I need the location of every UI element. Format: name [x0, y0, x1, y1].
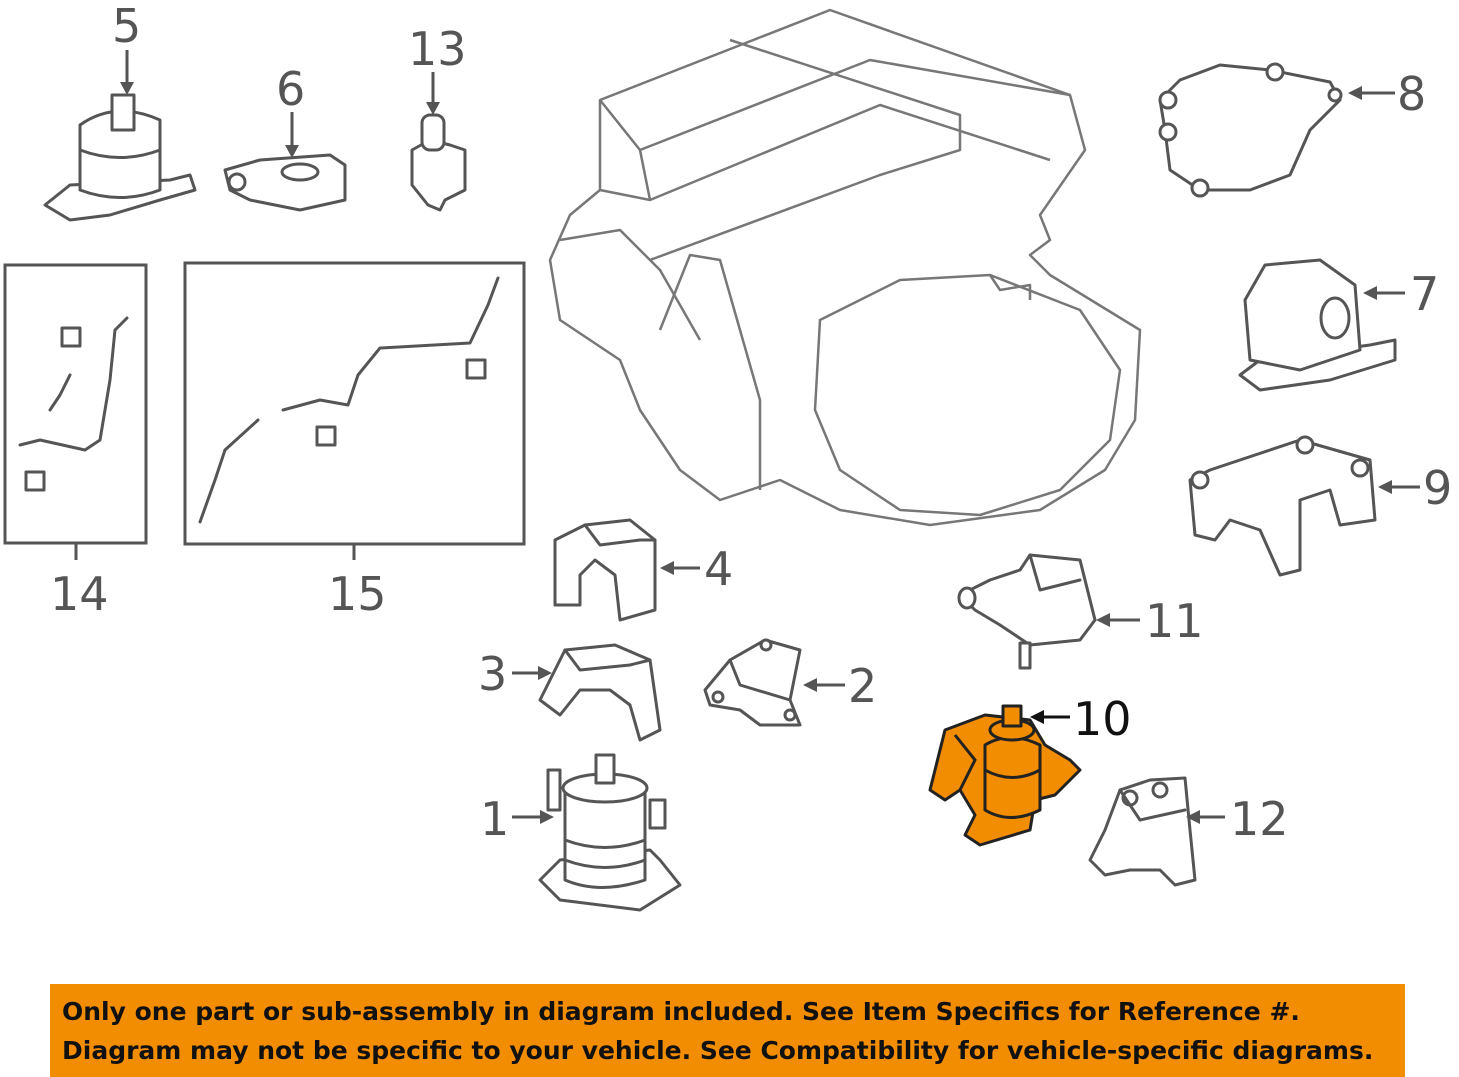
part-2-bracket	[703, 638, 802, 727]
callout-13: 13	[408, 22, 467, 76]
callout-9: 9	[1423, 461, 1452, 515]
callout-15: 15	[328, 567, 387, 621]
callout-6: 6	[276, 62, 305, 116]
callout-12: 12	[1230, 792, 1289, 846]
callout-3: 3	[478, 647, 507, 701]
part-12-bracket	[1088, 776, 1197, 887]
callout-labels: 5 6 13 8 7 9 4 11 14 15 3 2 10 1 12	[50, 0, 1452, 846]
part-5-upper-mount	[43, 93, 197, 222]
parts-diagram: 5 6 13 8 7 9 4 11 14 15 3 2 10 1 12	[3, 0, 1452, 912]
part-13-valve	[410, 113, 467, 212]
callout-5: 5	[112, 0, 141, 53]
disclaimer-banner: Only one part or sub-assembly in diagram…	[50, 984, 1405, 1077]
box-15-hose-kit	[183, 261, 526, 560]
part-1-engine-mount	[538, 753, 682, 912]
callout-2: 2	[848, 659, 877, 713]
disclaimer-line-1: Only one part or sub-assembly in diagram…	[62, 997, 1300, 1026]
callout-4: 4	[704, 542, 733, 596]
callout-1: 1	[480, 792, 509, 846]
part-8-bracket	[1158, 62, 1343, 198]
callout-14: 14	[50, 567, 109, 621]
engine-block-outline	[548, 8, 1142, 527]
disclaimer-line-2: Diagram may not be specific to your vehi…	[62, 1036, 1374, 1065]
callout-11: 11	[1145, 594, 1204, 648]
leader-arrows	[120, 50, 1420, 824]
part-9-bracket	[1188, 435, 1377, 577]
part-7-mount	[1238, 258, 1397, 392]
callout-8: 8	[1397, 67, 1426, 121]
part-4-u-bracket	[553, 518, 657, 622]
part-10-highlighted-mount	[928, 704, 1082, 847]
part-6-mount-bracket	[223, 153, 347, 212]
part-3-u-bracket	[538, 643, 662, 742]
callout-10: 10	[1073, 692, 1132, 746]
callout-7: 7	[1410, 267, 1439, 321]
box-14-hose-kit	[3, 263, 148, 560]
part-11-mount	[957, 553, 1097, 670]
